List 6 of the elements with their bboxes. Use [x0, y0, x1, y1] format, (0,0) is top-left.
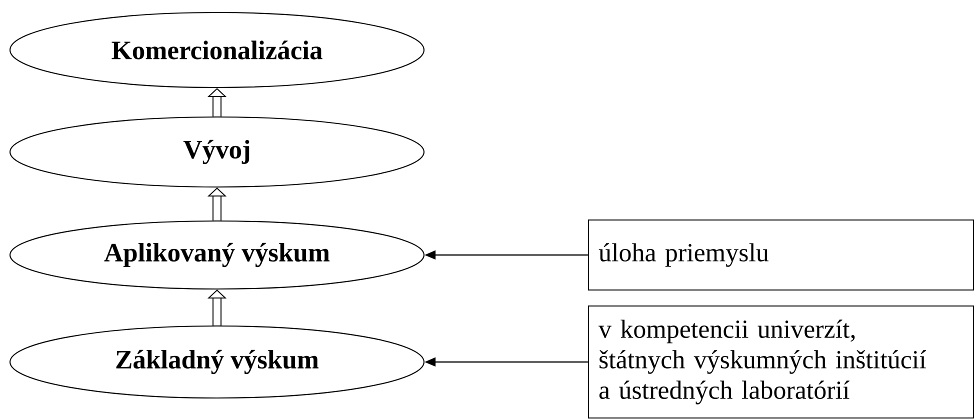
ellipse-node: Aplikovaný výskum [9, 220, 425, 290]
ellipse-node: Vývoj [9, 116, 425, 188]
text-box: úloha priemyslu [588, 219, 974, 291]
ellipse-node: Komercionalizácia [9, 12, 425, 88]
ellipse-node: Základný výskum [9, 325, 425, 399]
text-box: v kompetencii univerzít, štátnych výskumných inštitúcií a ústredných laboratórií [588, 305, 974, 419]
